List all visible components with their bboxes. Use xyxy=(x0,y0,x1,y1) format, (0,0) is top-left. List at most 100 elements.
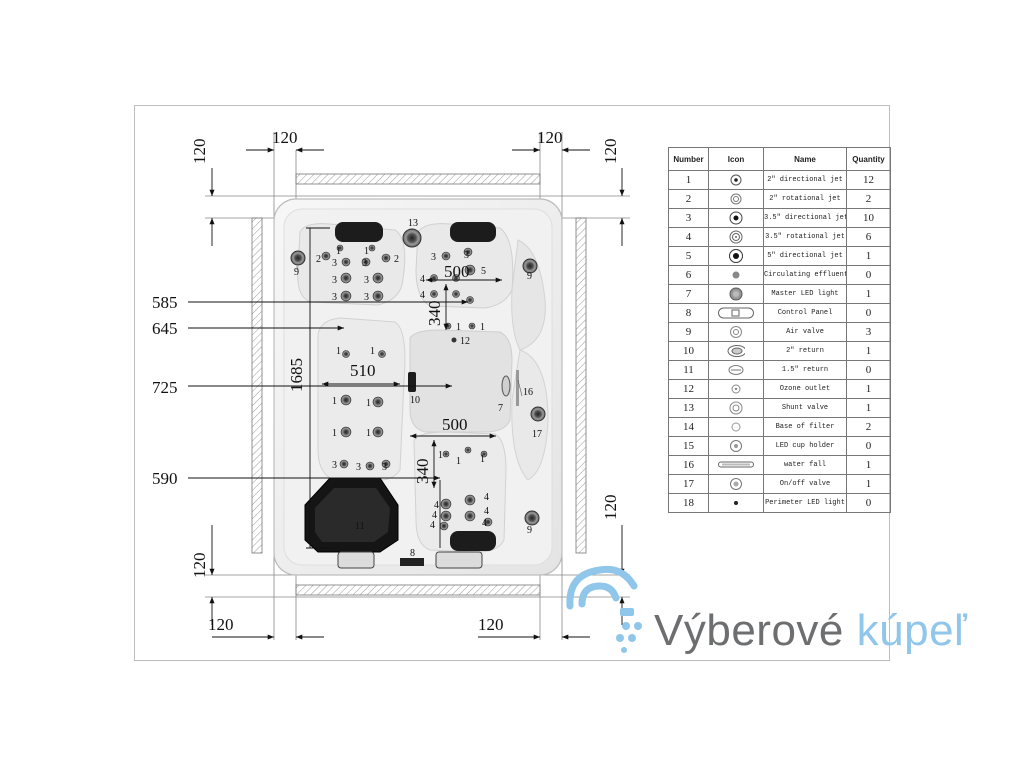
legend-icon xyxy=(708,189,764,209)
legend-number: 6 xyxy=(668,265,709,285)
legend-icon xyxy=(708,436,764,456)
legend-quantity: 1 xyxy=(846,341,891,361)
col-header-name: Name xyxy=(763,147,847,171)
svg-text:1: 1 xyxy=(332,396,337,407)
base-of-filter-icon xyxy=(731,422,741,432)
svg-text:3: 3 xyxy=(362,258,367,269)
circulating-effluent-icon xyxy=(732,271,740,279)
legend-quantity: 6 xyxy=(846,227,891,247)
dim-top-left: 120 xyxy=(272,128,298,147)
legend-number: 1 xyxy=(668,170,709,190)
svg-text:1: 1 xyxy=(366,398,371,409)
surround-walls xyxy=(251,173,587,596)
feature-13-label: 13 xyxy=(408,218,418,229)
legend-number: 14 xyxy=(668,417,709,437)
legend-icon xyxy=(708,455,764,475)
feature-9-label: 9 xyxy=(294,267,299,278)
legend-name: Perimeter LED light xyxy=(763,493,847,513)
svg-text:3: 3 xyxy=(356,462,361,473)
feature-leaders xyxy=(296,266,523,397)
svg-text:1: 1 xyxy=(456,322,461,333)
svg-text:3: 3 xyxy=(332,292,337,303)
feature-7-label: 7 xyxy=(498,403,503,414)
legend-number: 8 xyxy=(668,303,709,323)
air-valve-icon xyxy=(730,326,742,338)
legend-number: 4 xyxy=(668,227,709,247)
master-led-light-icon xyxy=(729,287,743,301)
dim-645: 645 xyxy=(152,319,178,338)
perimeter-led-light-icon xyxy=(734,501,738,505)
legend-quantity: 1 xyxy=(846,455,891,475)
svg-text:3: 3 xyxy=(364,292,369,303)
legend-quantity: 0 xyxy=(846,436,891,456)
svg-text:3: 3 xyxy=(382,462,387,473)
legend-icon xyxy=(708,227,764,247)
legend-number: 10 xyxy=(668,341,709,361)
svg-text:1: 1 xyxy=(366,428,371,439)
3-5in-rotational-jet-icon xyxy=(729,230,743,244)
legend-icon xyxy=(708,341,764,361)
legend-quantity: 0 xyxy=(846,493,891,513)
legend-icon xyxy=(708,398,764,418)
dim-340-top: 340 xyxy=(425,301,444,327)
legend-number: 5 xyxy=(668,246,709,266)
legend-icon xyxy=(708,303,764,323)
2in-return-icon xyxy=(727,345,745,357)
legend-name: Master LED light xyxy=(763,284,847,304)
svg-text:2: 2 xyxy=(394,254,399,265)
legend-name: Control Panel xyxy=(763,303,847,323)
feature-9-label: 9 xyxy=(527,271,532,282)
legend-number: 15 xyxy=(668,436,709,456)
col-header-quantity: Quantity xyxy=(846,147,891,171)
led-cup-holder-icon xyxy=(730,440,742,452)
col-header-icon: Icon xyxy=(708,147,764,171)
legend-quantity: 0 xyxy=(846,360,891,380)
dim-top-right: 120 xyxy=(537,128,563,147)
svg-text:5: 5 xyxy=(481,266,486,277)
feature-8-label: 8 xyxy=(410,548,415,559)
svg-text:4: 4 xyxy=(420,274,425,285)
legend-quantity: 12 xyxy=(846,170,891,190)
legend-quantity: 1 xyxy=(846,246,891,266)
svg-text:1: 1 xyxy=(364,246,369,257)
svg-text:1: 1 xyxy=(336,246,341,257)
legend-quantity: 1 xyxy=(846,474,891,494)
legend-quantity: 10 xyxy=(846,208,891,228)
legend-icon xyxy=(708,417,764,437)
svg-text:3: 3 xyxy=(332,275,337,286)
svg-text:4: 4 xyxy=(420,290,425,301)
legend-number: 12 xyxy=(668,379,709,399)
2in-directional-jet-icon xyxy=(730,174,742,186)
dim-bottom-left: 120 xyxy=(208,615,234,634)
legend-name: 3.5" directional jet xyxy=(763,208,847,228)
legend-name: Air valve xyxy=(763,322,847,342)
feature-9-label: 9 xyxy=(527,525,532,536)
legend-quantity: 0 xyxy=(846,265,891,285)
legend-name: 2" directional jet xyxy=(763,170,847,190)
feature-16-label: 16 xyxy=(523,387,533,398)
dim-bottom-right: 120 xyxy=(478,615,504,634)
dim-725: 725 xyxy=(152,378,178,397)
svg-text:1: 1 xyxy=(336,346,341,357)
legend-icon xyxy=(708,265,764,285)
legend-quantity: 2 xyxy=(846,417,891,437)
svg-text:4: 4 xyxy=(430,520,435,531)
dim-500-bottom: 500 xyxy=(442,415,468,434)
brand-wordmark: Výberové kúpeľ xyxy=(654,606,967,656)
svg-text:3: 3 xyxy=(332,460,337,471)
dim-1685: 1685 xyxy=(287,358,306,392)
feature-10-label: 10 xyxy=(410,395,420,406)
